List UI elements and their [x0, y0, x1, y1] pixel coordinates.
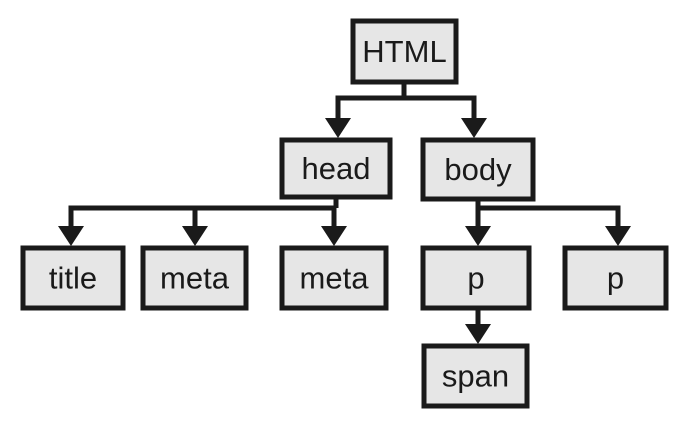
node-p-2: p: [562, 245, 669, 311]
connectors: [58, 82, 631, 344]
node-meta-1: meta: [140, 245, 249, 311]
node-span-label: span: [442, 359, 509, 394]
node-span: span: [421, 343, 530, 409]
node-head: head: [279, 137, 393, 200]
node-meta-2-label: meta: [300, 261, 370, 296]
node-title: title: [20, 245, 126, 311]
node-meta-2: meta: [279, 245, 389, 311]
arrow-to-p1: [465, 226, 491, 246]
node-body: body: [420, 137, 536, 202]
arrow-to-meta1: [182, 226, 208, 246]
node-p-1-label: p: [467, 261, 484, 296]
edge-body-p2: [478, 205, 621, 232]
node-meta-1-label: meta: [160, 261, 230, 296]
node-body-label: body: [444, 152, 512, 187]
arrow-to-body: [461, 118, 487, 138]
arrow-to-span: [465, 324, 491, 344]
edge-head-children: [68, 205, 337, 232]
node-html: HTML: [350, 18, 459, 85]
edge-html-head-body: [335, 95, 477, 124]
arrow-to-title: [58, 226, 84, 246]
arrow-to-p2: [605, 226, 631, 246]
node-p-1: p: [420, 245, 532, 311]
node-html-label: HTML: [362, 34, 446, 69]
arrow-to-meta2: [321, 226, 347, 246]
node-title-label: title: [49, 261, 97, 296]
node-head-label: head: [302, 151, 371, 186]
node-p-2-label: p: [607, 261, 624, 296]
arrow-to-head: [325, 118, 351, 138]
